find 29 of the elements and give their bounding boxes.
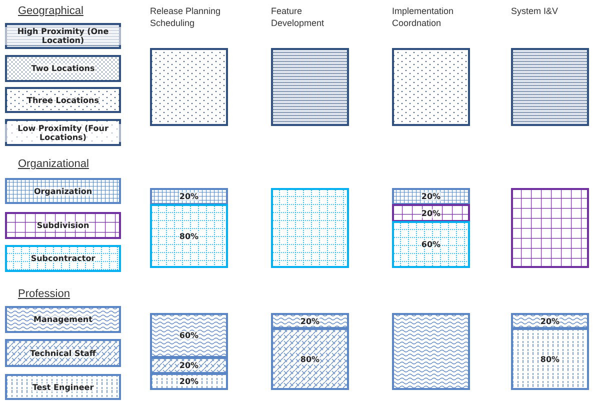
percent-label: 80%: [300, 354, 320, 364]
percent-label: 80%: [540, 354, 560, 364]
column-header: Feature Development: [271, 5, 326, 29]
column-header: Implementation Coordnation: [392, 5, 455, 29]
legend-label: Organization: [34, 186, 92, 196]
percent-label: 20%: [421, 208, 441, 218]
legend-label: Two Locations: [31, 64, 95, 73]
section-heading: Organizational: [18, 158, 89, 170]
legend-label: Subdivision: [36, 221, 90, 230]
percent-label: 20%: [300, 316, 320, 326]
legend-label: Three Locations: [27, 96, 99, 104]
percent-label: 20%: [540, 316, 560, 326]
legend-label: Management: [34, 315, 92, 324]
percent-label: 80%: [179, 232, 199, 240]
column-header: Release Planning Scheduling: [150, 5, 222, 29]
legend-label: Test Engineer: [32, 382, 94, 392]
percent-label: 20%: [179, 377, 199, 386]
percent-label: 20%: [179, 361, 199, 370]
legend-label: Technical Staff: [30, 348, 96, 358]
percent-label: 20%: [179, 192, 199, 201]
section-heading: Geographical: [18, 5, 84, 17]
legend-label: High Proximity (One Location): [5, 27, 121, 45]
legend-label: Subcontractor: [30, 254, 96, 263]
percent-label: 60%: [421, 240, 441, 249]
section-heading: Profession: [18, 288, 70, 300]
legend-label: Low Proximity (Four Locations): [5, 124, 121, 142]
percent-label: 60%: [179, 331, 199, 340]
percent-label: 20%: [421, 192, 441, 201]
column-header: System I&V: [511, 5, 560, 17]
